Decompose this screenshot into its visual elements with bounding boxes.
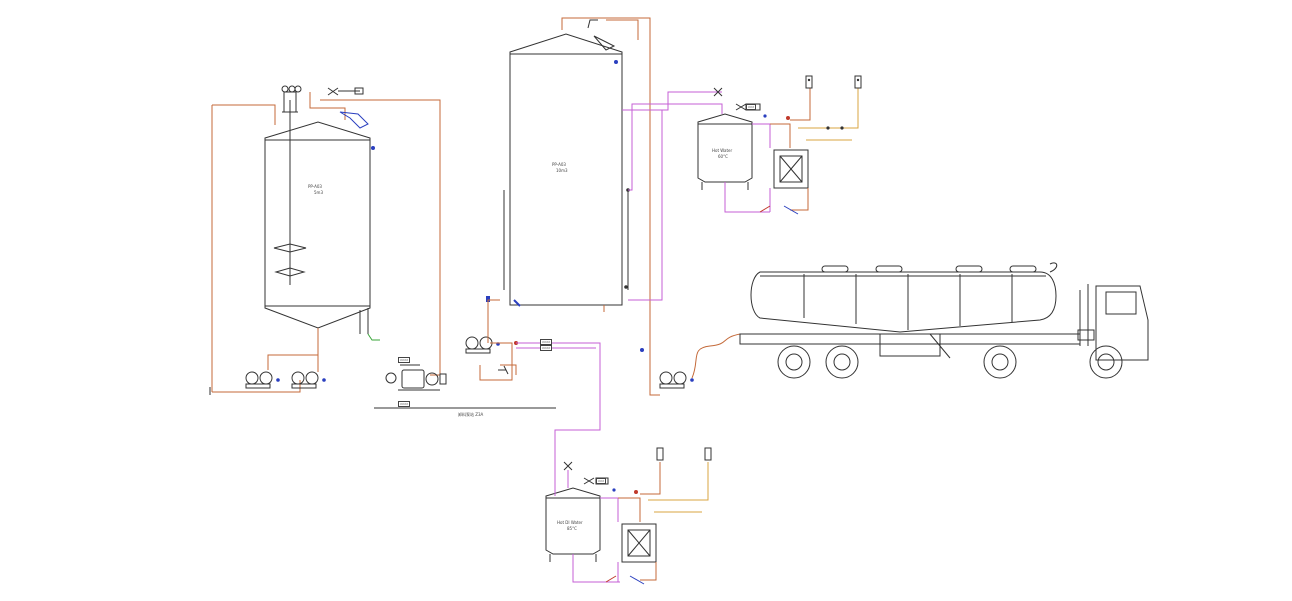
storage-silo-volume: 10m3 <box>556 168 568 173</box>
hot-water-tank-2-temp: 85°C <box>567 526 577 531</box>
hot-water-tank-1-name: Hot Water <box>712 148 733 153</box>
thermometer-icon <box>656 447 712 461</box>
valve-icon <box>713 87 844 215</box>
hot-water-tank-2-name: Hot DI Water <box>557 520 583 525</box>
hot-water-tank-2 <box>545 487 601 562</box>
pump-tag-top: XXXX <box>398 357 411 363</box>
thermometer-icon <box>805 75 862 89</box>
hot-water-tank-1 <box>697 113 753 190</box>
mixing-tank <box>264 85 380 355</box>
agitator-motor-icon <box>281 85 302 113</box>
pump-icon <box>245 371 326 389</box>
line-tag-1: XXXX <box>540 339 553 345</box>
pump-icon <box>465 336 500 354</box>
pump-icon <box>385 369 447 391</box>
hot-water-tank-1-temp: 60°C <box>718 154 728 159</box>
storage-silo-name: PP-A03 <box>552 162 566 167</box>
heat-exchanger-icon <box>773 149 809 189</box>
valve-icon <box>563 461 645 585</box>
pump-tag-bottom: XXXX <box>398 401 411 407</box>
mixing-tank-name: PP-A03 <box>308 184 322 189</box>
unloading-station-label: 卸料泵站 Z3A <box>458 412 484 417</box>
line-tag-2: XXXX <box>540 345 553 351</box>
heat-exchanger-icon <box>621 523 657 563</box>
hx2-tag: XXX <box>596 478 607 484</box>
storage-silo <box>503 33 630 307</box>
pump-icon <box>659 371 694 389</box>
valve-icon <box>327 87 375 150</box>
tanker-truck-icon <box>739 262 1149 379</box>
hx1-tag: XXX <box>746 104 757 110</box>
mixing-tank-volume: 5m3 <box>314 190 323 195</box>
